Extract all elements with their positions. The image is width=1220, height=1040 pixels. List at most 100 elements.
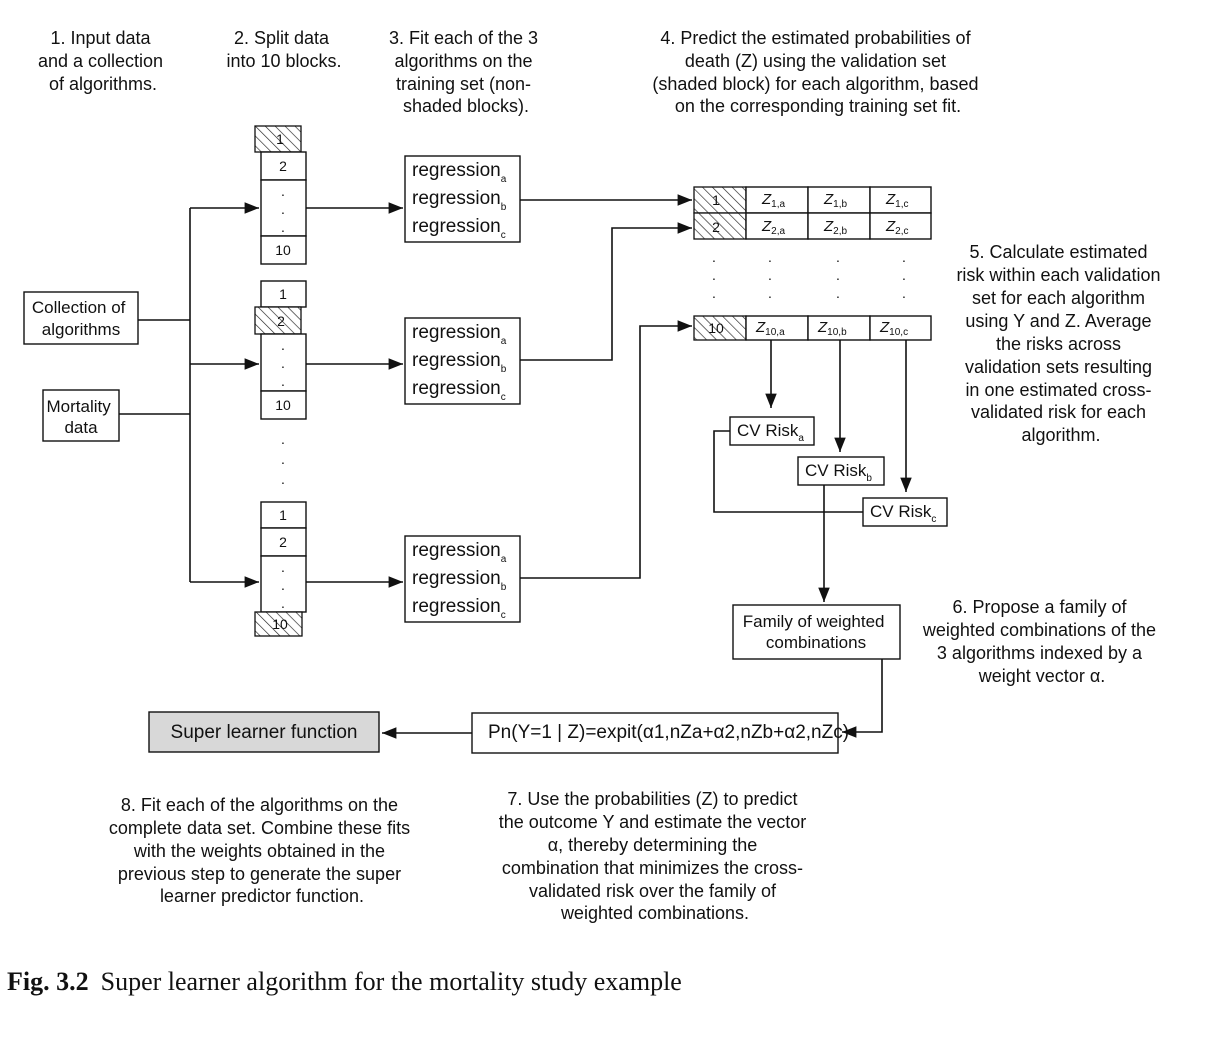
data-blocks-fold-1: 1 2 . . . 10 [254,125,307,265]
fold-to-regression-arrows [306,202,403,588]
step-1-text: 1. Input data and a collection of algori… [38,28,168,94]
svg-text:Z1,c: Z1,c [885,191,909,210]
regression-to-z-connectors [520,194,692,579]
z-table-ellipsis: . . . . . . . . . . . . [712,249,906,301]
validation-block [693,212,747,240]
svg-text:.: . [281,201,285,217]
svg-text:Z1,b: Z1,b [823,191,848,210]
svg-text:10: 10 [272,616,288,632]
svg-text:1: 1 [279,507,287,523]
validation-block [254,306,302,335]
svg-text:.: . [712,285,716,301]
svg-text:Super learner function: Super learner function [171,722,358,743]
formula-text: Pn(Y=1 | Z)=expit(α1,nZa+α2,nZb+α2,nZc) [488,722,849,743]
formula-box: Pn(Y=1 | Z)=expit(α1,nZa+α2,nZb+α2,nZc) [471,712,849,754]
svg-text:regressiona: regressiona [412,540,507,565]
collection-of-algorithms-box: Collection of algorithms [23,291,139,345]
step-7-text: 7. Use the probabilities (Z) to predict … [499,789,812,923]
mortality-data-box: Mortality data [42,389,120,442]
svg-text:Z2,a: Z2,a [761,218,786,237]
step-8-text: 8. Fit each of the algorithms on the com… [109,795,415,906]
step-3-text: 3. Fit each of the 3 algorithms on the t… [389,28,543,116]
svg-text:.: . [836,249,840,265]
svg-text:Z10,c: Z10,c [879,319,908,338]
svg-text:.: . [281,337,285,353]
svg-text:.: . [712,249,716,265]
svg-text:.: . [281,183,285,199]
svg-text:.: . [281,595,285,611]
svg-text:regressionc: regressionc [412,596,506,621]
data-blocks-fold-10: 1 2 . . . 10 [254,501,307,637]
svg-text:Family of weighted combi: Family of weighted combinations [743,612,889,652]
svg-text:regressionb: regressionb [412,568,507,593]
step-6-text: 6. Propose a family of weighted combinat… [922,597,1161,686]
super-learner-function-box: Super learner function [148,711,380,753]
svg-text:Mortality data: Mortality data [47,397,116,437]
svg-text:.: . [281,559,285,575]
svg-text:CV Riska: CV Riska [737,421,804,444]
svg-text:CV Riskb: CV Riskb [805,461,872,484]
step-5-text: 5. Calculate estimated risk within each … [956,242,1165,445]
svg-text:1: 1 [279,286,287,302]
regression-box-fold-1: regressiona regressionb regressionc [404,155,521,243]
svg-text:.: . [281,451,285,467]
svg-text:.: . [836,285,840,301]
svg-text:.: . [768,267,772,283]
svg-text:regressionc: regressionc [412,216,506,241]
family-of-weighted-combinations-box: Family of weighted combinations [732,604,901,660]
svg-text:2: 2 [712,219,720,235]
svg-text:2: 2 [277,313,285,329]
regression-box-fold-10: regressiona regressionb regressionc [404,535,521,623]
cv-risk-b-box: CV Riskb [797,456,885,486]
svg-text:.: . [902,249,906,265]
cv-risk-to-family-connectors [713,430,863,602]
svg-text:.: . [836,267,840,283]
svg-text:Z1,a: Z1,a [761,191,786,210]
regression-box-fold-2: regressiona regressionb regressionc [404,317,521,405]
svg-text:10: 10 [275,397,291,413]
svg-text:.: . [281,373,285,389]
svg-text:1: 1 [712,192,720,208]
family-to-formula-arrow [842,659,883,738]
svg-text:.: . [281,471,285,487]
svg-text:2: 2 [279,158,287,174]
svg-text:10: 10 [275,242,291,258]
validation-block [693,186,747,214]
fold-ellipsis: . . . [281,431,285,487]
svg-text:2: 2 [279,534,287,550]
cv-risk-c-box: CV Riskc [862,497,948,527]
svg-text:Collection of algorithms: Collection of algorithms [32,298,130,339]
svg-text:.: . [902,267,906,283]
step-2-text: 2. Split data into 10 blocks. [226,28,341,71]
svg-text:.: . [281,355,285,371]
svg-text:.: . [902,285,906,301]
svg-text:regressiona: regressiona [412,322,507,347]
svg-text:.: . [281,219,285,235]
svg-text:.: . [281,431,285,447]
z-table: 1 Z1,a Z1,b Z1,c 2 Z2,a Z2,b Z2,c . . . … [693,186,932,341]
svg-text:Z2,b: Z2,b [823,218,848,237]
svg-text:regressionb: regressionb [412,350,507,375]
svg-text:Z10,b: Z10,b [817,319,847,338]
svg-text:regressionc: regressionc [412,378,506,403]
validation-block [254,611,303,637]
svg-text:10: 10 [708,320,724,336]
svg-text:.: . [712,267,716,283]
input-connectors [119,202,259,588]
svg-text:Z2,c: Z2,c [885,218,909,237]
svg-text:CV Riskc: CV Riskc [870,502,936,525]
validation-block [254,125,302,153]
z-to-cv-risk-arrows [765,340,912,492]
svg-text:1: 1 [276,131,284,147]
step-4-text: 4. Predict the estimated probabilities o… [652,28,983,116]
svg-text:Z10,a: Z10,a [755,319,785,338]
data-blocks-fold-2: 1 2 . . . 10 [254,280,307,420]
svg-text:.: . [281,577,285,593]
svg-text:regressionb: regressionb [412,188,507,213]
cv-risk-a-box: CV Riska [729,416,815,446]
svg-text:.: . [768,285,772,301]
svg-text:regressiona: regressiona [412,160,507,185]
svg-text:.: . [768,249,772,265]
